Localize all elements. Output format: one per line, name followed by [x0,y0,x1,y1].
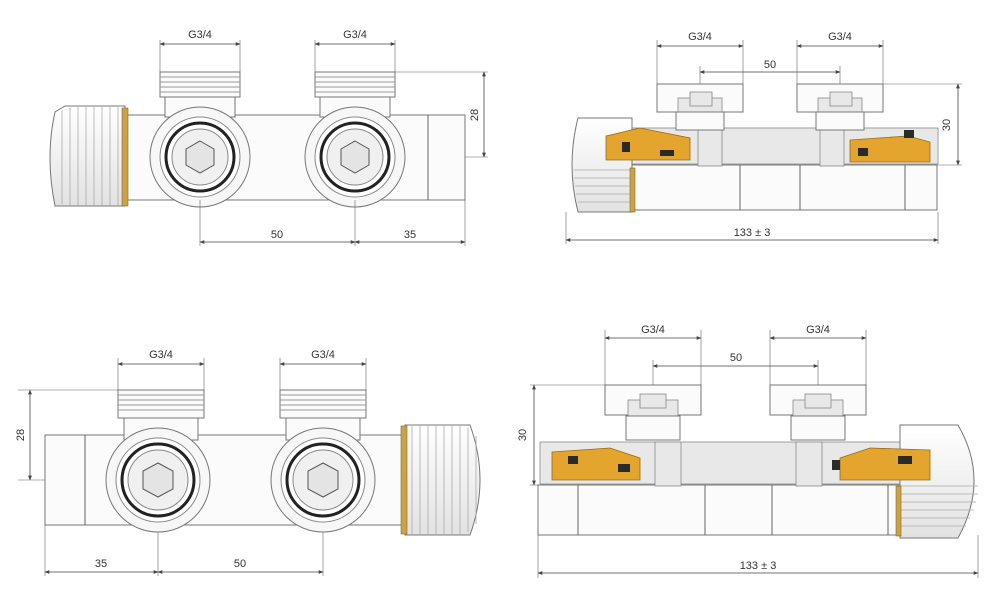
cap-connector-2 [796,83,884,131]
dim-length: 133 ± 3 [537,535,979,578]
dim-spacing-offset: 50 35 [199,200,466,246]
label-spacing: 50 [271,229,283,241]
cap-connector-2 [769,384,867,441]
label-thread-a: G3/4 [641,324,665,336]
front-view-handwheel-left: G3/4 G3/4 28 50 35 [49,29,488,246]
label-spacing: 50 [730,352,742,364]
dim-length: 133 ± 3 [565,212,939,244]
label-height: 28 [15,429,27,441]
brass-insert-left [605,127,691,161]
cap-connector-1 [656,83,744,131]
dim-thread-b: G3/4 [769,324,867,385]
section-view-handwheel-right: G3/4 G3/4 50 30 133 ± 3 [517,324,979,578]
label-thread-b: G3/4 [311,349,335,361]
label-thread-b: G3/4 [828,31,852,43]
dim-height: 30 [883,83,962,166]
port-nut-2 [304,106,406,208]
dim-height: 30 [517,384,605,486]
valve-tube [537,484,901,536]
label-spacing: 50 [764,59,776,71]
valve-tube [631,164,938,211]
brass-insert-right [849,130,931,163]
port-nut-2 [270,427,376,533]
label-length: 133 ± 3 [734,227,771,239]
label-thread-a: G3/4 [149,349,173,361]
label-thread-a: G3/4 [188,29,212,41]
dim-offset-spacing: 35 50 [44,525,324,576]
dim-height: 28 [395,71,488,158]
dim-thread-b: G3/4 [314,29,396,72]
label-height: 30 [517,429,529,441]
label-height: 28 [469,109,481,121]
dim-thread-b: G3/4 [796,31,884,84]
dim-thread-b: G3/4 [279,349,367,390]
front-view-handwheel-right: G3/4 G3/4 28 35 50 [15,349,481,576]
handwheel [895,424,978,539]
section-view-handwheel-left: G3/4 G3/4 50 30 133 ± 3 [565,31,962,244]
label-thread-b: G3/4 [343,29,367,41]
brass-insert-right [832,447,931,481]
dim-thread-a: G3/4 [656,31,744,84]
label-length: 133 ± 3 [740,560,777,572]
label-height: 30 [941,119,953,131]
cap-connector-1 [604,384,702,441]
dim-spacing: 50 [699,59,841,84]
port-nut-1 [149,106,251,208]
dim-spacing: 50 [652,352,819,385]
handwheel [400,424,481,536]
label-spacing: 50 [234,558,246,570]
dim-thread-a: G3/4 [159,29,241,72]
dim-height: 28 [15,389,118,481]
label-thread-a: G3/4 [688,31,712,43]
label-offset: 35 [95,558,107,570]
brass-insert-left [551,447,641,481]
handwheel [49,105,129,207]
dim-thread-a: G3/4 [117,349,205,390]
label-offset: 35 [404,229,416,241]
port-nut-1 [105,427,211,533]
dim-thread-a: G3/4 [604,324,702,385]
label-thread-b: G3/4 [806,324,830,336]
